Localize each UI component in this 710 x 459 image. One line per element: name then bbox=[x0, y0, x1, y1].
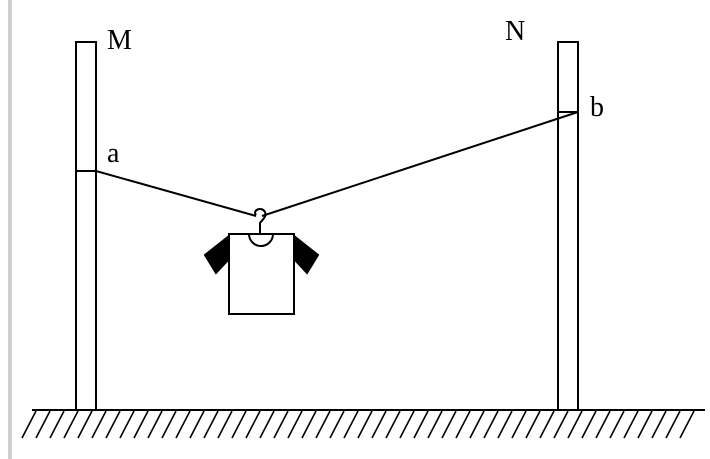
hatch-line bbox=[357, 410, 373, 439]
hatch-line bbox=[273, 410, 289, 439]
hatch-line bbox=[63, 410, 79, 439]
hatch-line bbox=[595, 410, 611, 439]
hatch-line bbox=[217, 410, 233, 439]
hatch-line bbox=[105, 410, 121, 439]
hatch-line bbox=[497, 410, 513, 439]
hatch-line bbox=[329, 410, 345, 439]
label-pole-n: N bbox=[505, 16, 525, 47]
hatch-line bbox=[665, 410, 681, 439]
hatch-line bbox=[245, 410, 261, 439]
pole-n bbox=[557, 41, 579, 411]
hatch-line bbox=[49, 410, 65, 439]
hanger-hook-icon bbox=[254, 208, 267, 233]
rope-segment-left bbox=[95, 170, 257, 217]
hatch-line bbox=[147, 410, 163, 439]
hatch-line bbox=[427, 410, 443, 439]
hatch-line bbox=[581, 410, 597, 439]
hatch-line bbox=[399, 410, 415, 439]
hatch-line bbox=[203, 410, 219, 439]
hatch-line bbox=[77, 410, 93, 439]
hatch-line bbox=[483, 410, 499, 439]
hatch-line bbox=[385, 410, 401, 439]
hatch-line bbox=[567, 410, 583, 439]
shirt-left-sleeve bbox=[203, 233, 230, 275]
hatch-line bbox=[553, 410, 569, 439]
hatch-line bbox=[21, 410, 37, 439]
hatch-line bbox=[413, 410, 429, 439]
hatch-line bbox=[651, 410, 667, 439]
hatch-line bbox=[525, 410, 541, 439]
label-point-a: a bbox=[107, 138, 120, 169]
hatch-line bbox=[469, 410, 485, 439]
hatch-line bbox=[189, 410, 205, 439]
hatch-line bbox=[315, 410, 331, 439]
hatch-line bbox=[161, 410, 177, 439]
shirt-collar bbox=[248, 233, 274, 247]
hatch-line bbox=[623, 410, 639, 439]
hatch-line bbox=[175, 410, 191, 439]
hatch-line bbox=[511, 410, 527, 439]
label-point-b: b bbox=[590, 92, 604, 123]
hatch-line bbox=[609, 410, 625, 439]
hatch-line bbox=[371, 410, 387, 439]
shirt-right-sleeve bbox=[293, 233, 320, 275]
hatch-line bbox=[637, 410, 653, 439]
left-edge-border bbox=[8, 0, 12, 459]
hatch-line bbox=[679, 410, 695, 439]
hatch-line bbox=[455, 410, 471, 439]
hatch-line bbox=[133, 410, 149, 439]
hatch-line bbox=[259, 410, 275, 439]
rope-segment-right bbox=[261, 111, 579, 217]
hatch-line bbox=[119, 410, 135, 439]
hatch-line bbox=[539, 410, 555, 439]
label-pole-m: M bbox=[107, 25, 132, 56]
pole-m bbox=[75, 41, 97, 411]
hatch-line bbox=[35, 410, 51, 439]
hatch-line bbox=[301, 410, 317, 439]
shirt-icon bbox=[203, 233, 320, 315]
hatch-line bbox=[287, 410, 303, 439]
hatch-line bbox=[91, 410, 107, 439]
shirt-body bbox=[228, 233, 295, 315]
hatch-line bbox=[231, 410, 247, 439]
hatch-line bbox=[343, 410, 359, 439]
ground-hatching bbox=[21, 410, 695, 439]
hatch-line bbox=[441, 410, 457, 439]
